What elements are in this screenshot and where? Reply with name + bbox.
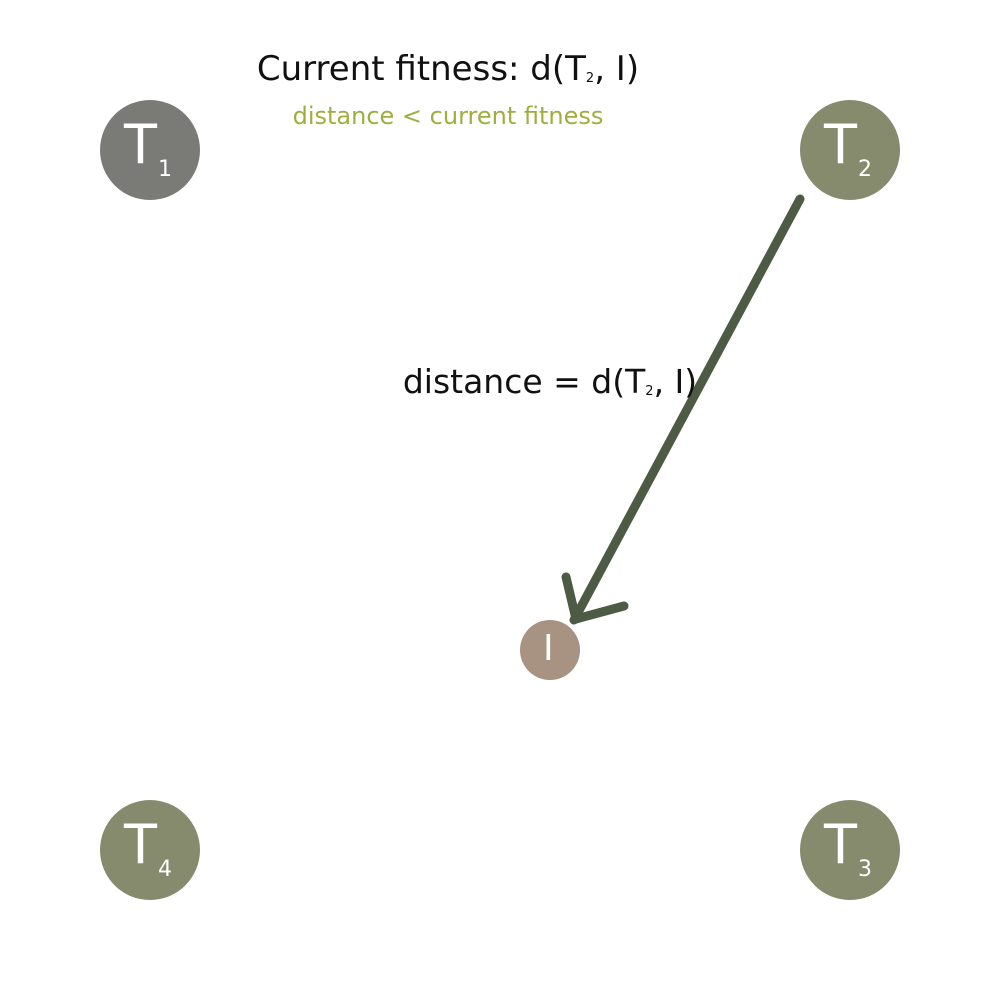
node-t2: T 2: [800, 100, 900, 200]
current-fitness-title: Current fitness: d(T2, I): [256, 49, 640, 89]
distance-subscript: 2: [645, 384, 654, 399]
node-t1: T 1: [100, 100, 200, 200]
title-subscript: 2: [585, 71, 595, 86]
node-t3: T 3: [800, 800, 900, 900]
comparison-subtitle: distance < current fitness: [292, 102, 604, 130]
arrow-shaft-t2-to-i: [569, 194, 805, 625]
node-t4: T 4: [100, 800, 200, 900]
arrow-head: [561, 572, 629, 625]
node-i: I: [520, 620, 580, 680]
distance-label: distance = d(T2, I): [402, 362, 698, 401]
